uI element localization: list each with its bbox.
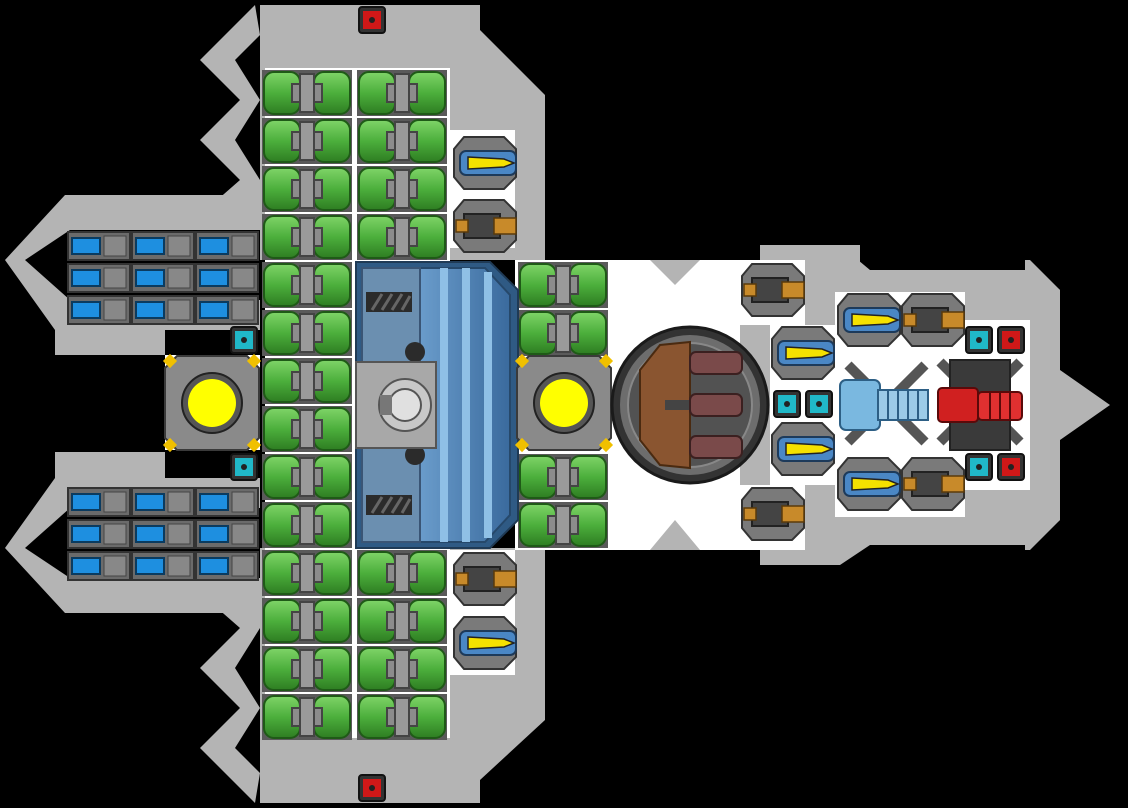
- battery-cell[interactable]: [67, 231, 131, 261]
- teal-power-node-icon[interactable]: [230, 453, 258, 481]
- fuel-tank[interactable]: [262, 598, 352, 644]
- battery-cell[interactable]: [131, 231, 195, 261]
- battery-cell[interactable]: [195, 295, 259, 325]
- teal-power-node-icon[interactable]: [230, 326, 258, 354]
- command-core-module[interactable]: [355, 261, 519, 549]
- battery-cell[interactable]: [131, 263, 195, 293]
- battery-bank: [67, 231, 259, 581]
- laser-turret[interactable]: [837, 293, 901, 347]
- red-power-node-icon[interactable]: [358, 6, 386, 34]
- fuel-tank[interactable]: [262, 70, 352, 116]
- fuel-tank[interactable]: [262, 262, 352, 308]
- teal-power-node-icon[interactable]: [773, 390, 801, 418]
- fuel-tank[interactable]: [262, 550, 352, 596]
- fuel-tank[interactable]: [357, 118, 447, 164]
- cannon-turret[interactable]: [453, 552, 517, 606]
- red-power-node-icon[interactable]: [997, 453, 1025, 481]
- battery-cell[interactable]: [195, 487, 259, 517]
- fuel-tank[interactable]: [518, 454, 608, 500]
- shield-emitter-module[interactable]: [839, 361, 929, 446]
- fuel-tank[interactable]: [262, 694, 352, 740]
- red-power-node-icon[interactable]: [997, 326, 1025, 354]
- red-power-node-icon[interactable]: [358, 774, 386, 802]
- battery-cell[interactable]: [195, 519, 259, 549]
- fuel-tank[interactable]: [262, 646, 352, 692]
- cannon-turret[interactable]: [901, 457, 965, 511]
- battery-cell[interactable]: [67, 519, 131, 549]
- battery-cell[interactable]: [195, 263, 259, 293]
- battery-cell[interactable]: [131, 519, 195, 549]
- fuel-tank[interactable]: [262, 358, 352, 404]
- fuel-tank[interactable]: [357, 214, 447, 260]
- thruster-engine-module[interactable]: [936, 358, 1024, 451]
- cannon-turret[interactable]: [901, 293, 965, 347]
- cannon-turret[interactable]: [453, 199, 517, 253]
- battery-cell[interactable]: [195, 231, 259, 261]
- fuel-tank-array: [262, 70, 608, 740]
- fuel-tank[interactable]: [518, 310, 608, 356]
- fuel-tank[interactable]: [262, 166, 352, 212]
- fuel-tank[interactable]: [357, 166, 447, 212]
- battery-cell[interactable]: [67, 551, 131, 581]
- battery-cell[interactable]: [195, 551, 259, 581]
- teal-power-node-icon[interactable]: [965, 326, 993, 354]
- reactor-core[interactable]: [514, 353, 614, 453]
- reactor-core[interactable]: [162, 353, 262, 453]
- missile-launcher-module[interactable]: [610, 325, 770, 485]
- fuel-tank[interactable]: [262, 310, 352, 356]
- fuel-tank[interactable]: [357, 646, 447, 692]
- laser-turret[interactable]: [453, 616, 517, 670]
- fuel-tank[interactable]: [357, 694, 447, 740]
- battery-cell[interactable]: [67, 295, 131, 325]
- teal-power-node-icon[interactable]: [805, 390, 833, 418]
- teal-power-node-icon[interactable]: [965, 453, 993, 481]
- fuel-tank[interactable]: [262, 454, 352, 500]
- fuel-tank[interactable]: [262, 502, 352, 548]
- laser-turret[interactable]: [453, 136, 517, 190]
- fuel-tank[interactable]: [518, 262, 608, 308]
- fuel-tank[interactable]: [262, 214, 352, 260]
- fuel-tank[interactable]: [357, 598, 447, 644]
- fuel-tank[interactable]: [518, 502, 608, 548]
- laser-turret[interactable]: [837, 457, 901, 511]
- battery-cell[interactable]: [67, 263, 131, 293]
- fuel-tank[interactable]: [357, 550, 447, 596]
- laser-turret[interactable]: [771, 326, 835, 380]
- cannon-turret[interactable]: [741, 487, 805, 541]
- battery-cell[interactable]: [131, 551, 195, 581]
- fuel-tank[interactable]: [262, 406, 352, 452]
- laser-turret[interactable]: [771, 422, 835, 476]
- battery-cell[interactable]: [67, 487, 131, 517]
- battery-cell[interactable]: [131, 487, 195, 517]
- fuel-tank[interactable]: [357, 70, 447, 116]
- battery-cell[interactable]: [131, 295, 195, 325]
- fuel-tank[interactable]: [262, 118, 352, 164]
- cannon-turret[interactable]: [741, 263, 805, 317]
